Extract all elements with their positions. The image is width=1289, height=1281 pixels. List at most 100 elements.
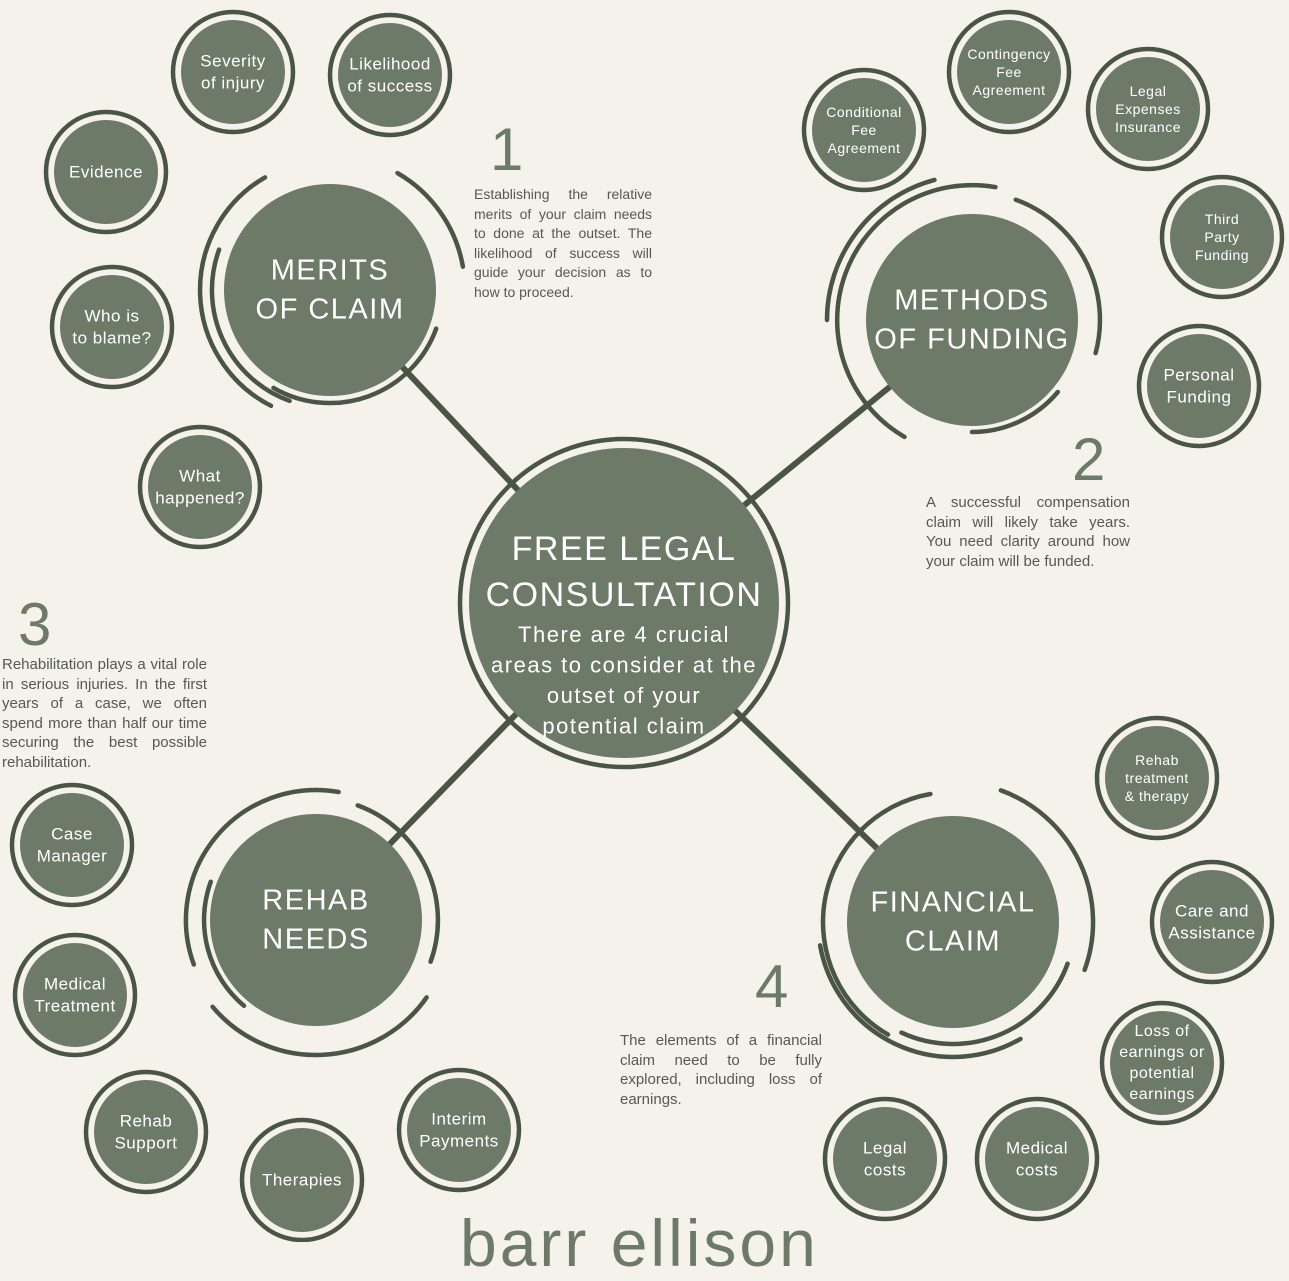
topic-title-rehab: REHAB <box>262 885 369 917</box>
section-description-financial: The elements of a financial claim need t… <box>620 1032 822 1108</box>
subtopic-label: Personal <box>1163 366 1234 385</box>
subtopic-label: earnings or <box>1119 1044 1205 1061</box>
subtopic-label: Fee <box>996 64 1022 80</box>
subtopic-bubble-financial: Medical costs <box>974 1096 1100 1222</box>
subtopic-label: Severity <box>200 52 265 71</box>
hub-subtitle: There are 4 crucial <box>518 622 730 647</box>
subtopic-label: Who is <box>85 307 140 326</box>
decorative-ring-arc <box>355 803 441 964</box>
bubble-fill <box>1160 870 1264 974</box>
bubble-ring <box>1085 46 1211 172</box>
subtopic-label: Case <box>51 825 93 844</box>
decorative-ring-arc <box>210 995 429 1058</box>
hub-outer-ring <box>457 436 791 770</box>
subtopic-label: Manager <box>37 847 108 866</box>
subtopic-label: costs <box>1016 1161 1058 1180</box>
bubble-ring <box>239 1117 365 1242</box>
subtopic-label: Rehab <box>120 1112 173 1131</box>
bubble-fill <box>148 435 252 539</box>
subtopic-label: Contingency <box>967 46 1050 62</box>
topic-title-financial: FINANCIAL <box>871 887 1036 919</box>
section-number-financial: 4 <box>755 953 789 1020</box>
subtopic-label: What <box>179 467 221 486</box>
hub-circle <box>469 448 779 758</box>
section-description-funding: A successful compensation claim will lik… <box>926 494 1130 570</box>
bubble-fill <box>1147 334 1251 438</box>
bubble-fill <box>1096 57 1200 161</box>
bubble-fill <box>54 120 158 224</box>
bubble-fill <box>60 275 164 379</box>
bubble-ring <box>83 1069 209 1195</box>
bubble-ring <box>946 9 1072 135</box>
subtopic-label: Support <box>114 1134 177 1153</box>
bubble-ring <box>12 932 138 1058</box>
topic-title-merits: MERITS <box>271 255 390 287</box>
bubble-ring <box>801 67 927 193</box>
bubble-ring <box>9 782 135 908</box>
bubble-ring <box>137 424 263 550</box>
subtopic-label: Expenses <box>1115 101 1180 117</box>
bubble-ring <box>1094 715 1220 841</box>
bubble-fill <box>250 1128 354 1232</box>
subtopic-label: Insurance <box>1115 119 1181 135</box>
bubble-fill <box>833 1107 937 1211</box>
hub-title: CONSULTATION <box>486 576 763 614</box>
subtopic-label: earnings <box>1129 1086 1194 1103</box>
topic-title-funding: OF FUNDING <box>874 324 1069 356</box>
bubble-fill <box>812 78 916 182</box>
topic-title-funding: METHODS <box>894 285 1050 317</box>
subtopic-label: Conditional <box>826 104 902 120</box>
subtopic-label: Payments <box>419 1132 499 1151</box>
bubble-ring <box>170 9 296 135</box>
decorative-ring-arc <box>824 177 937 323</box>
mind-map-svg: FREE LEGAL CONSULTATION There are 4 crucia… <box>9 9 1285 1242</box>
bubble-ring <box>1159 174 1285 300</box>
topic-circle-funding <box>866 214 1078 426</box>
subtopic-label: treatment <box>1125 770 1189 786</box>
subtopic-label: to blame? <box>72 329 151 348</box>
subtopic-label: Agreement <box>828 140 901 156</box>
section-description-rehab: Rehabilitation plays a vital role in ser… <box>2 656 207 771</box>
topic-title-financial: CLAIM <box>905 926 1001 958</box>
subtopic-label: Therapies <box>262 1171 342 1190</box>
decorative-ring-arc <box>201 879 247 1009</box>
section-number-rehab: 3 <box>18 591 52 658</box>
subtopic-bubble-rehab: Therapies <box>239 1117 365 1242</box>
subtopic-label: Care and <box>1175 902 1249 921</box>
decorative-ring-arc <box>197 175 274 409</box>
subtopic-label: Medical <box>44 975 106 994</box>
decorative-ring-arc <box>969 389 1061 435</box>
bubble-fill <box>23 943 127 1047</box>
subtopic-label: Agreement <box>973 82 1046 98</box>
topic-circle-financial <box>847 816 1059 1028</box>
bubble-fill <box>1170 185 1274 289</box>
bubble-fill <box>985 1107 1089 1211</box>
subtopic-label: Treatment <box>34 997 115 1016</box>
subtopic-label: Fee <box>851 122 877 138</box>
bubble-fill <box>407 1078 511 1182</box>
bubble-fill <box>94 1080 198 1184</box>
subtopic-label: Medical <box>1006 1139 1068 1158</box>
subtopic-label: & therapy <box>1125 788 1189 804</box>
bubble-fill <box>957 20 1061 124</box>
topic-circle-merits <box>224 184 436 396</box>
bubble-ring <box>49 264 175 390</box>
decorative-ring-arc <box>271 326 439 406</box>
decorative-ring-arc <box>395 170 466 269</box>
subtopic-label: of success <box>347 77 432 96</box>
bubble-fill <box>338 23 442 127</box>
hub-title: FREE LEGAL <box>512 530 737 568</box>
decorative-ring-arc <box>1013 197 1103 356</box>
subtopic-label: Legal <box>863 1139 907 1158</box>
bubble-ring <box>974 1096 1100 1222</box>
decorative-ring-arc <box>817 943 1023 1060</box>
hub-subtitle: potential claim <box>542 713 705 738</box>
